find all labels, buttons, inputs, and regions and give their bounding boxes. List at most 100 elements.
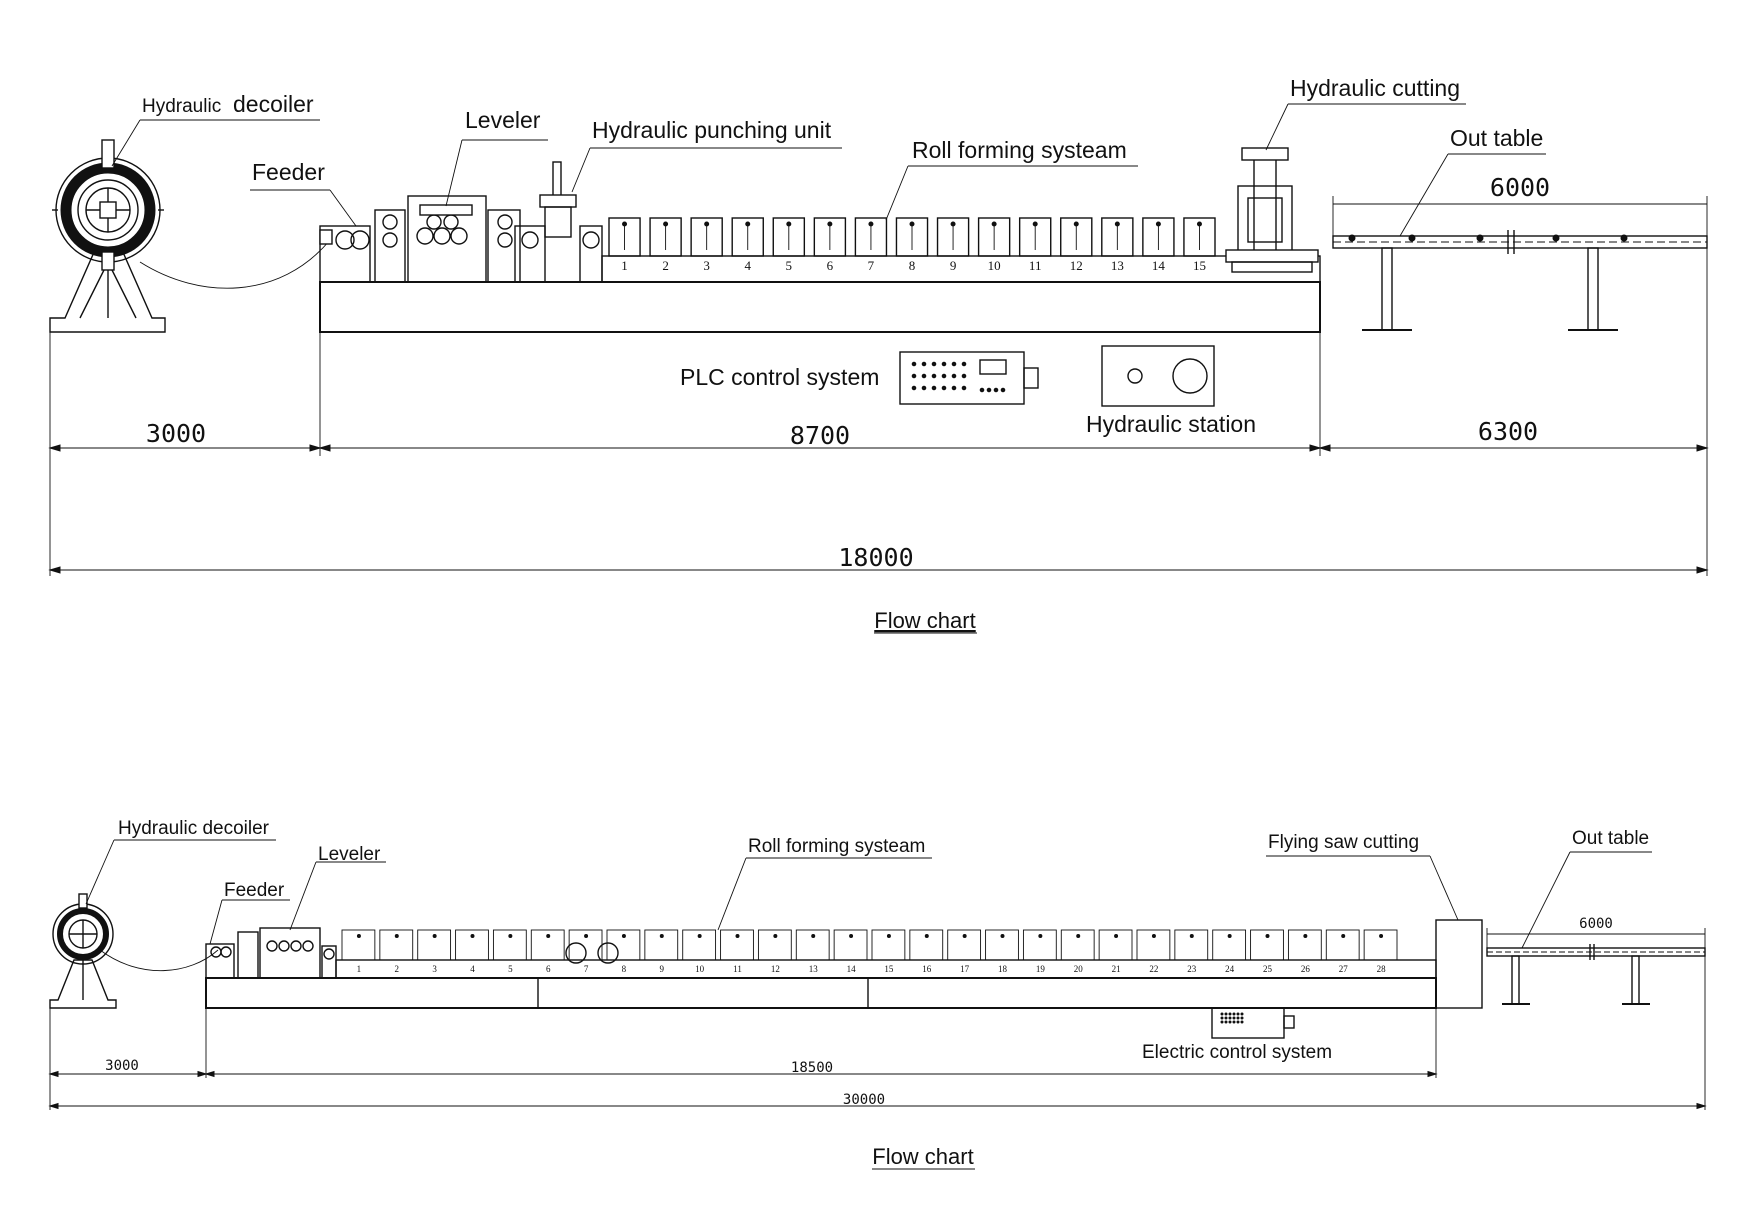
top-roll-forming-label: Roll forming systeam <box>912 137 1127 163</box>
electric-panel-dot <box>1232 1020 1236 1024</box>
electric-panel-dot <box>1220 1016 1224 1020</box>
plc-panel-dot <box>941 373 947 379</box>
top-dim-machine-zone: 8700 <box>790 421 850 450</box>
top-station-bolt <box>868 221 874 227</box>
bottom-flying-saw <box>1435 919 1483 1009</box>
bottom-station-bolt <box>773 934 778 938</box>
top-station-number: 14 <box>1152 258 1166 273</box>
top-station-bolt <box>1073 221 1079 227</box>
bottom-station-number: 7 <box>584 964 589 974</box>
bottom-station-stand <box>871 929 906 961</box>
bottom-roll-forming-label: Roll forming systeam <box>748 836 925 857</box>
bottom-station-bolt <box>1000 934 1005 938</box>
top-station-stand <box>977 217 1011 257</box>
top-station-stand <box>1142 217 1175 257</box>
bottom-decoiler-label: Hydraulic decoiler <box>118 818 270 839</box>
bottom-station-number: 25 <box>1263 964 1273 974</box>
plc-panel-dot <box>961 373 967 379</box>
electric-panel-dot <box>1236 1016 1240 1020</box>
bottom-station-bolt <box>849 934 854 938</box>
electric-panel-dot <box>1224 1020 1228 1024</box>
bottom-station-number: 24 <box>1225 964 1235 974</box>
bottom-station-stand <box>1212 929 1247 961</box>
bottom-station-bolt <box>1114 934 1119 938</box>
bottom-station-stand <box>606 929 641 961</box>
top-plc-box <box>899 351 1039 405</box>
bottom-station-stand <box>644 929 679 961</box>
bottom-station-number: 12 <box>771 964 780 974</box>
bottom-station-number: 23 <box>1187 964 1197 974</box>
top-station-bolt <box>909 221 915 227</box>
top-station-stand <box>895 217 929 257</box>
bottom-station-bolt <box>584 934 589 938</box>
bottom-station-bolt <box>659 934 664 938</box>
top-decoiler <box>49 139 166 333</box>
electric-panel-dot <box>1224 1012 1228 1016</box>
bottom-station-stand <box>341 929 376 961</box>
bottom-station-bolt <box>697 934 702 938</box>
bottom-station-bolt <box>1076 934 1081 938</box>
top-station-bolt <box>1155 221 1161 227</box>
bottom-station-stand <box>417 929 452 961</box>
bottom-station-number: 8 <box>622 964 627 974</box>
bottom-out-table-label: Out table <box>1572 828 1649 849</box>
top-leader-lines <box>111 103 1546 237</box>
top-out-table-label: Out table <box>1450 125 1543 151</box>
bottom-station-number: 21 <box>1112 964 1121 974</box>
bottom-station-bolt <box>1151 934 1156 938</box>
plc-panel-dot <box>951 361 957 367</box>
bottom-station-stand <box>1363 929 1398 961</box>
top-station-stand <box>1018 217 1052 257</box>
top-leveler-label: Leveler <box>465 107 541 133</box>
top-caption: Flow chart <box>874 608 975 633</box>
bottom-station-stand <box>909 929 944 961</box>
top-station-bolt <box>950 221 956 227</box>
bottom-station-number: 26 <box>1301 964 1311 974</box>
top-station-stand <box>731 217 764 257</box>
top-out-table <box>1332 196 1708 331</box>
top-station-bolt <box>786 221 792 227</box>
plc-panel-dot <box>911 385 917 391</box>
plc-panel-dot <box>993 387 999 393</box>
top-dim-table-length: 6000 <box>1490 173 1550 202</box>
bottom-station-bolt <box>962 934 967 938</box>
bottom-station-bolt <box>546 934 551 938</box>
bottom-station-stand <box>720 929 754 961</box>
top-station-bolt <box>991 221 997 227</box>
top-decoiler-label: decoiler <box>233 91 314 117</box>
bottom-dim-decoiler-zone: 3000 <box>105 1058 139 1074</box>
electric-panel-dot <box>1220 1012 1224 1016</box>
top-station-bolt <box>622 221 628 227</box>
top-station-number: 1 <box>621 258 628 273</box>
plc-panel-dot <box>941 385 947 391</box>
bottom-station-bolt <box>1379 934 1384 938</box>
bottom-station-stand <box>833 929 868 961</box>
bottom-station-number: 2 <box>395 964 400 974</box>
bottom-station-number: 4 <box>470 964 475 974</box>
bottom-station-number: 3 <box>432 964 437 974</box>
bottom-station-number: 17 <box>960 964 970 974</box>
electric-panel-dot <box>1224 1016 1228 1020</box>
bottom-station-bolt <box>1189 934 1194 938</box>
top-station-stand <box>854 217 888 257</box>
bottom-station-bolt <box>924 934 929 938</box>
top-dim-decoiler-zone: 3000 <box>146 419 206 448</box>
bottom-station-bolt <box>1227 934 1232 938</box>
bottom-station-number: 19 <box>1036 964 1046 974</box>
plc-panel-dot <box>961 385 967 391</box>
electric-panel-dot <box>1232 1016 1236 1020</box>
top-station-bolt <box>745 221 751 227</box>
bottom-electric-box <box>1211 1007 1295 1039</box>
bottom-dim-table-length: 6000 <box>1579 916 1613 932</box>
top-station-stand <box>813 217 847 257</box>
top-station-bolt <box>663 221 669 227</box>
bottom-station-bolt <box>1265 934 1270 938</box>
bottom-station-stand <box>1174 929 1209 961</box>
top-station-bolt <box>1196 221 1202 227</box>
plc-panel-dot <box>951 385 957 391</box>
electric-panel-dot <box>1236 1012 1240 1016</box>
top-cutting-label: Hydraulic cutting <box>1290 75 1460 101</box>
